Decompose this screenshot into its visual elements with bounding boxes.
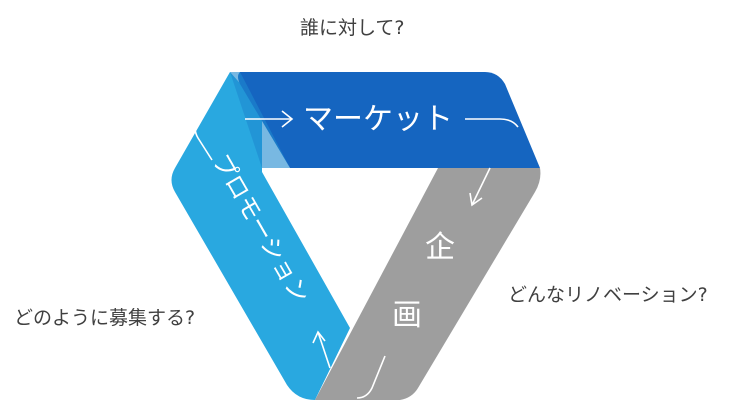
arrow-marketing-in bbox=[245, 110, 294, 128]
question-right: どんなリノベーション? bbox=[508, 284, 708, 306]
planning-band bbox=[315, 168, 541, 400]
marketing-label: マーケット bbox=[303, 102, 453, 137]
arrow-promotion-up bbox=[312, 330, 331, 369]
question-left: どのように募集する? bbox=[14, 307, 196, 329]
question-top: 誰に対して? bbox=[300, 17, 405, 39]
planning-label-1: 企 bbox=[425, 230, 455, 265]
marketing-band bbox=[238, 72, 540, 168]
promotion-band bbox=[171, 72, 350, 400]
arrow-marketing-out bbox=[465, 118, 519, 207]
promotion-fold bbox=[230, 72, 290, 168]
arrow-planning-out bbox=[356, 355, 386, 399]
planning-label-2: 画 bbox=[392, 298, 422, 333]
arrow-promotion-top bbox=[194, 120, 213, 161]
